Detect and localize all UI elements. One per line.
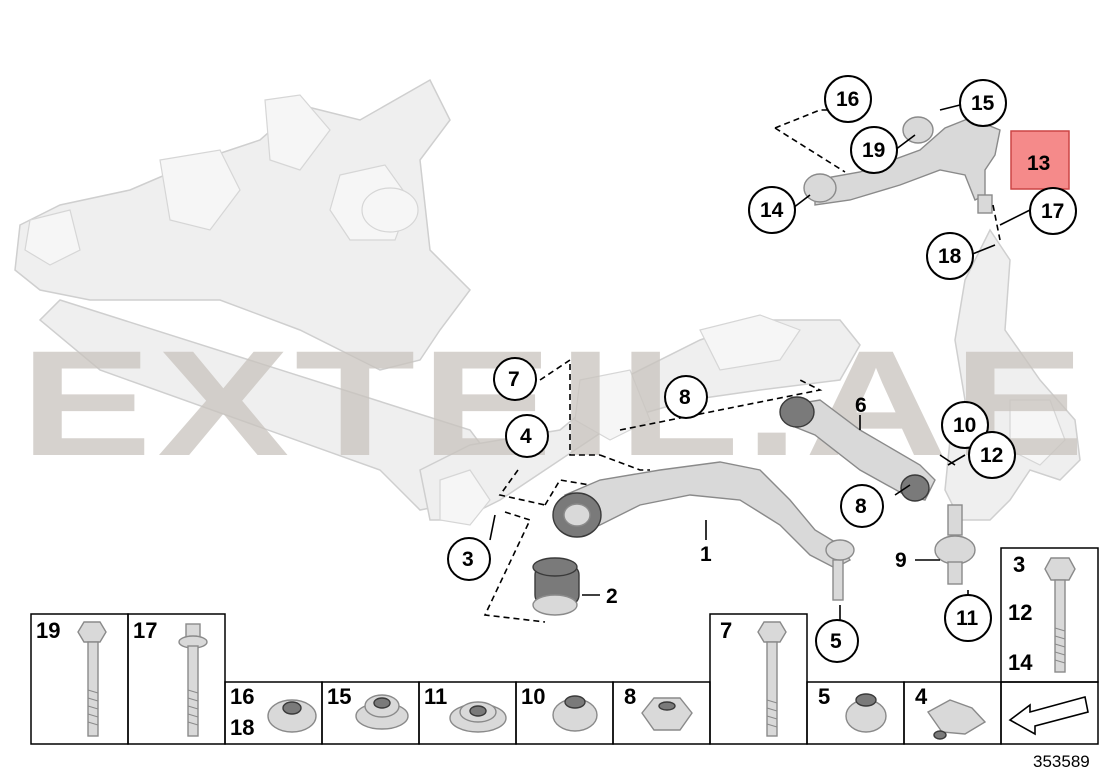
svg-text:9: 9 xyxy=(895,549,907,572)
svg-text:13: 13 xyxy=(1027,152,1050,175)
direction-arrow-icon xyxy=(1008,696,1089,736)
callout-2[interactable]: 2 xyxy=(606,585,618,608)
parts-table: 19 17 16 18 15 11 10 8 7 5 4 3 12 14 xyxy=(30,547,1099,745)
self-locking-nut-10-icon xyxy=(552,695,598,732)
svg-text:8: 8 xyxy=(679,386,691,409)
svg-text:5: 5 xyxy=(830,630,842,653)
callout-13-highlighted[interactable]: 13 xyxy=(1010,130,1070,190)
svg-text:4: 4 xyxy=(520,425,532,448)
svg-text:3: 3 xyxy=(462,548,474,571)
callout-10[interactable]: 10 xyxy=(941,401,989,449)
callout-6[interactable]: 6 xyxy=(855,394,867,417)
callout-8-upper[interactable]: 8 xyxy=(664,375,708,419)
bolt-7-icon xyxy=(757,621,787,737)
leader-lines xyxy=(483,104,1031,623)
table-label-11: 11 xyxy=(424,684,447,709)
callout-8-lower[interactable]: 8 xyxy=(840,484,884,528)
svg-text:16: 16 xyxy=(836,88,859,111)
svg-text:10: 10 xyxy=(953,414,976,437)
callout-17[interactable]: 17 xyxy=(1029,187,1077,235)
table-label-7: 7 xyxy=(720,618,732,643)
rubber-mount xyxy=(532,557,580,616)
callout-7[interactable]: 7 xyxy=(493,357,537,401)
callout-11[interactable]: 11 xyxy=(944,594,992,642)
svg-text:8: 8 xyxy=(855,495,867,518)
svg-text:6: 6 xyxy=(855,394,867,417)
tension-strut xyxy=(779,396,936,502)
svg-text:11: 11 xyxy=(956,607,979,630)
callout-15[interactable]: 15 xyxy=(959,79,1007,127)
lock-nut-15-icon xyxy=(355,694,409,730)
watermark: EXTEIL.AE xyxy=(20,319,1090,487)
svg-text:7: 7 xyxy=(508,368,520,391)
diagram-reference-number: 353589 xyxy=(1033,752,1090,771)
table-label-5: 5 xyxy=(818,684,830,709)
callout-9[interactable]: 9 xyxy=(895,549,907,572)
table-label-12: 12 xyxy=(1008,600,1032,625)
hex-nut-8-icon xyxy=(641,697,693,731)
clip-4-icon xyxy=(926,699,987,740)
flange-nut-16-icon xyxy=(267,699,317,733)
table-label-10: 10 xyxy=(521,684,545,709)
lower-control-arm xyxy=(552,461,855,601)
callout-3[interactable]: 3 xyxy=(447,537,491,581)
callout-14[interactable]: 14 xyxy=(748,186,796,234)
callout-19[interactable]: 19 xyxy=(850,126,898,174)
table-label-17: 17 xyxy=(133,618,157,643)
table-label-15: 15 xyxy=(327,684,351,709)
svg-text:14: 14 xyxy=(760,199,784,222)
table-label-16: 16 xyxy=(230,684,254,709)
svg-text:2: 2 xyxy=(606,585,618,608)
svg-text:1: 1 xyxy=(700,543,712,566)
callout-16[interactable]: 16 xyxy=(824,75,872,123)
svg-text:19: 19 xyxy=(862,139,885,162)
upper-control-arm xyxy=(803,116,1001,214)
svg-text:12: 12 xyxy=(980,444,1003,467)
table-label-8: 8 xyxy=(624,684,636,709)
callout-1[interactable]: 1 xyxy=(700,543,712,566)
callout-12[interactable]: 12 xyxy=(968,431,1016,479)
self-locking-nut-5-icon xyxy=(845,693,887,733)
bolt-3-icon xyxy=(1044,557,1076,673)
callout-5[interactable]: 5 xyxy=(815,619,859,663)
svg-text:15: 15 xyxy=(971,92,995,115)
table-label-19: 19 xyxy=(36,618,60,643)
callout-4[interactable]: 4 xyxy=(505,414,549,458)
svg-text:18: 18 xyxy=(938,245,962,268)
bolt-17-icon xyxy=(178,623,208,737)
table-label-4: 4 xyxy=(915,684,928,709)
table-label-18: 18 xyxy=(230,715,254,740)
callout-18[interactable]: 18 xyxy=(926,232,974,280)
bolt-19-icon xyxy=(77,621,107,737)
front-subframe-ghost xyxy=(14,78,861,526)
table-label-3: 3 xyxy=(1013,552,1025,577)
table-label-14: 14 xyxy=(1008,650,1033,675)
ball-joint xyxy=(934,504,976,585)
collar-nut-11-icon xyxy=(449,701,507,733)
svg-text:17: 17 xyxy=(1041,200,1064,223)
